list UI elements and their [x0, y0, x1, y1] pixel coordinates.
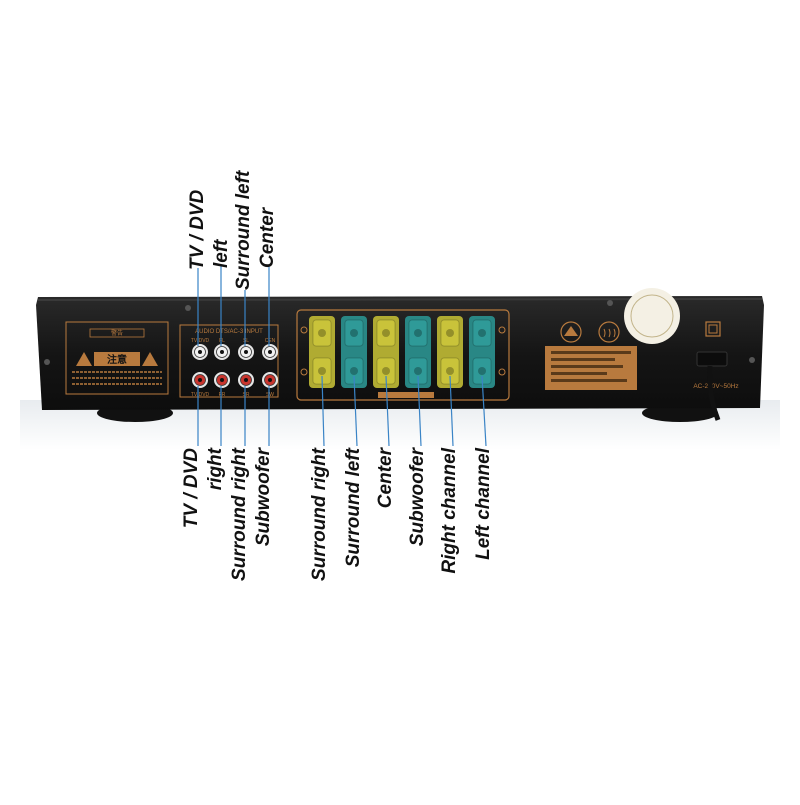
label-surround-left-top: Surround left: [233, 170, 254, 290]
warning-title: 注意: [107, 353, 127, 366]
speaker-terminal: [309, 316, 335, 388]
rca-jack: [262, 344, 278, 360]
warning-label: 警告 注意: [65, 321, 169, 395]
speaker-terminal: [341, 316, 367, 388]
rca-jack: [214, 372, 230, 388]
label-surround-left: Surround left: [343, 448, 364, 568]
power-plug: [696, 351, 728, 367]
rca-jack: [238, 372, 254, 388]
label-surround-right-bottom-rca: Surround right: [229, 448, 250, 581]
rca-label-bottom: TV/DVD: [191, 392, 210, 398]
screw: [185, 305, 191, 311]
screw: [44, 359, 50, 365]
right-foot: [642, 404, 718, 422]
speaker-terminal: [469, 316, 495, 388]
power-rating: AC-220V~50Hz: [693, 383, 738, 390]
input-header: AUDIO DTS/AC-3 INPUT: [195, 329, 263, 335]
label-subwoofer-rca: Subwoofer: [253, 448, 274, 547]
screw: [749, 357, 755, 363]
rca-label-bottom: FR: [219, 392, 226, 398]
label-tv-dvd-top: TV / DVD: [187, 189, 208, 270]
rca-input-block: AUDIO DTS/AC-3 INPUT TV/DVD TV/DVD FL FR SL S…: [179, 324, 279, 398]
rca-jack: [238, 344, 254, 360]
label-left-channel: Left channel: [473, 448, 494, 560]
leader-line: [417, 375, 422, 447]
screw: [607, 300, 613, 306]
leader-line: [353, 375, 358, 447]
rca-jack: [214, 344, 230, 360]
leader-lines: [197, 266, 487, 447]
label-tv-dvd-bottom: TV / DVD: [181, 448, 202, 529]
warning-top-text: 警告: [111, 329, 123, 337]
double-insulation-icon: [705, 321, 721, 337]
rca-label-top: SL: [243, 338, 249, 344]
right-decals: AC-220V~50Hz: [545, 288, 739, 421]
leader-line: [481, 375, 487, 447]
label-surround-right: Surround right: [309, 448, 330, 581]
heat-warning-icon: [598, 321, 620, 343]
rca-jack: [192, 344, 208, 360]
label-right: right: [205, 448, 226, 491]
speaker-terminal: [405, 316, 431, 388]
speaker-terminal: [373, 316, 399, 388]
leader-line: [321, 375, 325, 447]
logo-icon: [560, 321, 582, 343]
rca-jack: [262, 372, 278, 388]
power-cord: [707, 365, 721, 421]
rca-label-bottom: SW: [266, 392, 274, 398]
label-left: left: [211, 239, 232, 269]
rca-label-top: FL: [219, 338, 225, 344]
label-center: Center: [375, 448, 396, 509]
leader-line: [385, 375, 390, 447]
speaker-terminal-block: [296, 309, 510, 401]
rca-label-top: TV/DVD: [191, 338, 210, 344]
label-subwoofer: Subwoofer: [407, 448, 428, 547]
rca-label-bottom: SR: [243, 392, 250, 398]
rca-jack: [192, 372, 208, 388]
leader-line: [449, 375, 454, 447]
rca-label-top: CEN: [265, 338, 276, 344]
seal-sticker: [624, 288, 680, 344]
label-center-top: Center: [257, 207, 278, 268]
label-right-channel: Right channel: [439, 448, 460, 574]
